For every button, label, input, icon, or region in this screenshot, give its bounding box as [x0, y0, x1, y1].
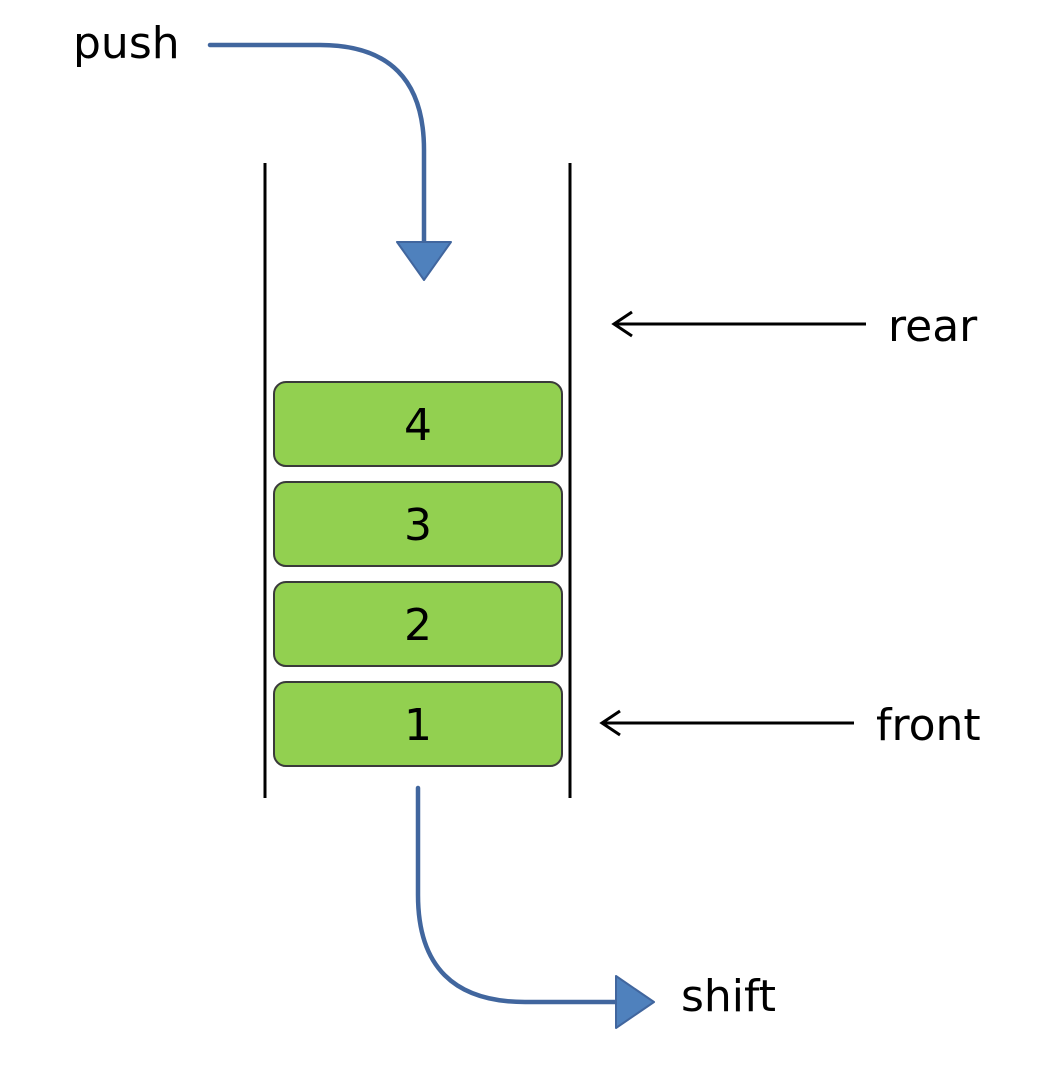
- rear-label: rear: [888, 301, 978, 352]
- push-arrow-path: [207, 42, 427, 249]
- queue-block: [273, 481, 563, 567]
- push-label: push: [73, 18, 180, 69]
- push-arrowhead: [396, 241, 452, 281]
- queue-block: [273, 581, 563, 667]
- queue-block-label: 1: [404, 700, 432, 751]
- push-arrow: [207, 42, 452, 281]
- shift-arrow: [415, 785, 655, 1029]
- front-pointer-arrow: [599, 709, 854, 737]
- queue-block-label: 2: [404, 600, 432, 651]
- queue-block: [273, 381, 563, 467]
- shift-label: shift: [681, 971, 776, 1022]
- rear-pointer-arrow: [611, 310, 866, 338]
- queue-block-label: 3: [404, 500, 432, 551]
- queue-blocks: 4 3 2 1: [273, 381, 563, 767]
- front-label: front: [876, 700, 981, 751]
- queue-block-label: 4: [404, 400, 432, 451]
- queue-block: [273, 681, 563, 767]
- shift-arrow-path: [415, 785, 623, 1005]
- shift-arrowhead: [615, 975, 655, 1029]
